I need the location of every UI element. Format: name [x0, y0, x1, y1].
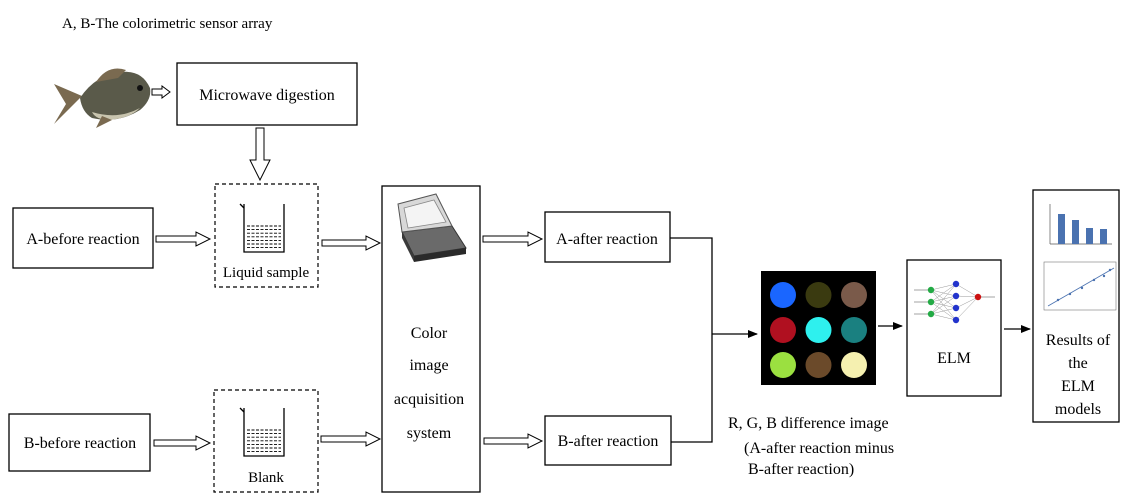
sensor-dot — [770, 317, 796, 343]
sensor-dot — [805, 317, 832, 343]
arrow-b-before-to-blank — [153, 435, 212, 451]
connector-a-after — [670, 237, 713, 334]
network-node — [952, 316, 960, 324]
results-label-line-4: models — [1055, 401, 1101, 418]
results-label-line-3: ELM — [1061, 378, 1095, 395]
neural-network-icon — [914, 280, 995, 324]
difference-caption-line-3: B-after reaction) — [748, 461, 854, 478]
liquid-sample-label: Liquid sample — [223, 265, 310, 281]
scanner-icon — [397, 193, 467, 262]
microwave-digestion-box — [176, 62, 358, 126]
network-node — [927, 298, 935, 306]
beaker-icon — [239, 203, 285, 253]
arrow-blank-to-acquisition — [320, 431, 382, 447]
arrow-fish-to-digestion — [151, 85, 171, 99]
arrow-digestion-to-sample — [249, 127, 271, 182]
network-node — [952, 280, 960, 288]
a-after-reaction-box — [544, 211, 671, 263]
network-node — [952, 304, 960, 312]
sensor-array-dots — [770, 282, 867, 378]
results-bar-chart-thumbnail — [1049, 204, 1112, 245]
elm-label: ELM — [937, 350, 971, 367]
fish-image — [54, 68, 151, 128]
b-after-reaction-box — [544, 415, 672, 466]
results-scatter-plot-thumbnail — [1043, 261, 1117, 311]
acquisition-label-line-1: Color — [411, 325, 448, 342]
header-caption: A, B-The colorimetric sensor array — [62, 16, 273, 32]
a-after-reaction-label: A-after reaction — [556, 231, 658, 248]
sensor-dot — [805, 352, 832, 378]
blank-label: Blank — [248, 470, 284, 486]
network-node — [974, 293, 982, 301]
microwave-digestion-label: Microwave digestion — [199, 87, 335, 104]
liquid-sample-box — [214, 183, 319, 288]
connector-b-after — [671, 334, 713, 443]
elm-box — [906, 259, 1002, 397]
acquisition-label-line-4: system — [407, 425, 452, 442]
b-after-reaction-label: B-after reaction — [558, 433, 659, 450]
b-before-reaction-box — [8, 413, 151, 472]
sensor-dot — [770, 282, 796, 308]
arrow-a-before-to-sample — [155, 231, 212, 247]
results-label-line-2: the — [1068, 355, 1088, 372]
arrow-acquisition-to-b-after — [483, 433, 544, 449]
sensor-dot — [841, 352, 867, 378]
a-before-reaction-label: A-before reaction — [26, 231, 139, 248]
sensor-dot — [841, 282, 867, 308]
beaker-icon — [239, 407, 285, 457]
sensor-dot — [805, 282, 832, 308]
sensor-dot — [841, 317, 867, 343]
arrow-sample-to-acquisition — [321, 235, 382, 251]
network-node — [927, 286, 935, 294]
a-before-reaction-box — [12, 207, 154, 269]
acquisition-label-line-2: image — [409, 357, 448, 374]
acquisition-label-line-3: acquisition — [394, 391, 464, 408]
difference-caption-line-2: (A-after reaction minus — [744, 440, 894, 457]
b-before-reaction-label: B-before reaction — [24, 435, 136, 452]
arrow-acquisition-to-a-after — [482, 231, 544, 247]
results-label-line-1: Results of — [1046, 332, 1111, 349]
sensor-dot — [770, 352, 796, 378]
network-node — [952, 292, 960, 300]
network-node — [927, 310, 935, 318]
difference-caption-line-1: R, G, B difference image — [728, 415, 889, 432]
